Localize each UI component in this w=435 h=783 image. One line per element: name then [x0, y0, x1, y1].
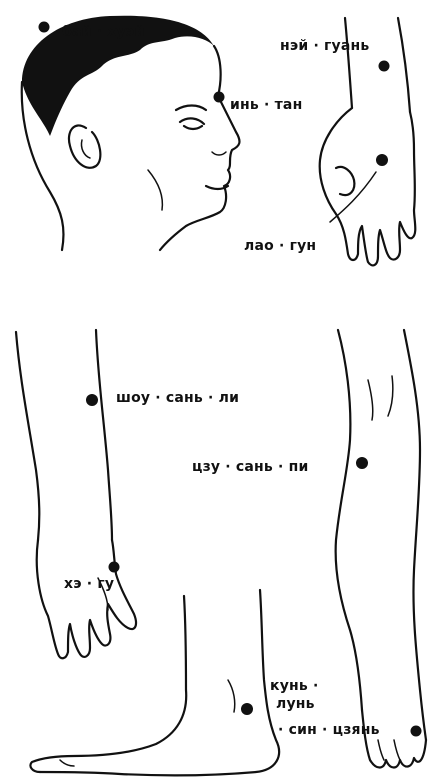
arm-drawing [16, 330, 136, 658]
palm-outline [320, 108, 416, 265]
toe-mark [60, 760, 74, 766]
eyebrow [176, 106, 206, 111]
foot-drawing [30, 590, 279, 775]
point-he-gu [109, 562, 120, 573]
label-zu-san-li: цзу · сань · пи [192, 459, 309, 475]
leg-drawing [336, 330, 426, 768]
label-nei-guan: нэй · гуань [280, 38, 369, 54]
label-kun-lun-line2: лунь [276, 696, 315, 712]
ear-inner [81, 140, 90, 158]
palm-drawing [320, 18, 416, 265]
point-shou-san-li [86, 394, 98, 406]
shin-front [40, 590, 279, 775]
point-yin-tang [214, 92, 225, 103]
label-he-gu: хэ · гу [64, 576, 114, 592]
knee-line-1 [368, 380, 373, 420]
foot-front [362, 710, 426, 768]
leg-right-edge [404, 330, 426, 740]
toe-line-2 [394, 740, 400, 760]
label-yin-tang: инь · тан [230, 97, 302, 113]
leg-left-edge [336, 330, 362, 710]
point-xing-jian [411, 726, 422, 737]
label-kun-lun-line1: кунь · [270, 678, 319, 694]
arm-left-edge [16, 332, 39, 540]
head-drawing [22, 16, 240, 250]
arm-right-edge [96, 330, 112, 540]
forearm-right-edge [398, 18, 410, 112]
point-bai-huei [39, 22, 50, 33]
label-shou-san-li: шоу · сань · ли [116, 390, 239, 406]
point-kun-lun [241, 703, 253, 715]
eye [180, 118, 204, 129]
cheek-line [148, 170, 162, 210]
label-bai-huei: бай · хуэй [62, 24, 144, 40]
ankle-bone [228, 680, 235, 712]
point-zu-san-li [356, 457, 368, 469]
nostril [212, 152, 226, 155]
ear [69, 125, 100, 167]
hand-outline [37, 540, 136, 658]
forearm-left-edge [345, 18, 352, 108]
point-lao-gong [376, 154, 388, 166]
thumb [336, 167, 354, 195]
point-nei-guan [379, 61, 390, 72]
knee-line-2 [388, 376, 393, 416]
label-lao-gong: лао · гун [244, 238, 316, 254]
toe-line-1 [378, 740, 384, 760]
label-xing-jian: · син · цзянь [278, 722, 380, 738]
